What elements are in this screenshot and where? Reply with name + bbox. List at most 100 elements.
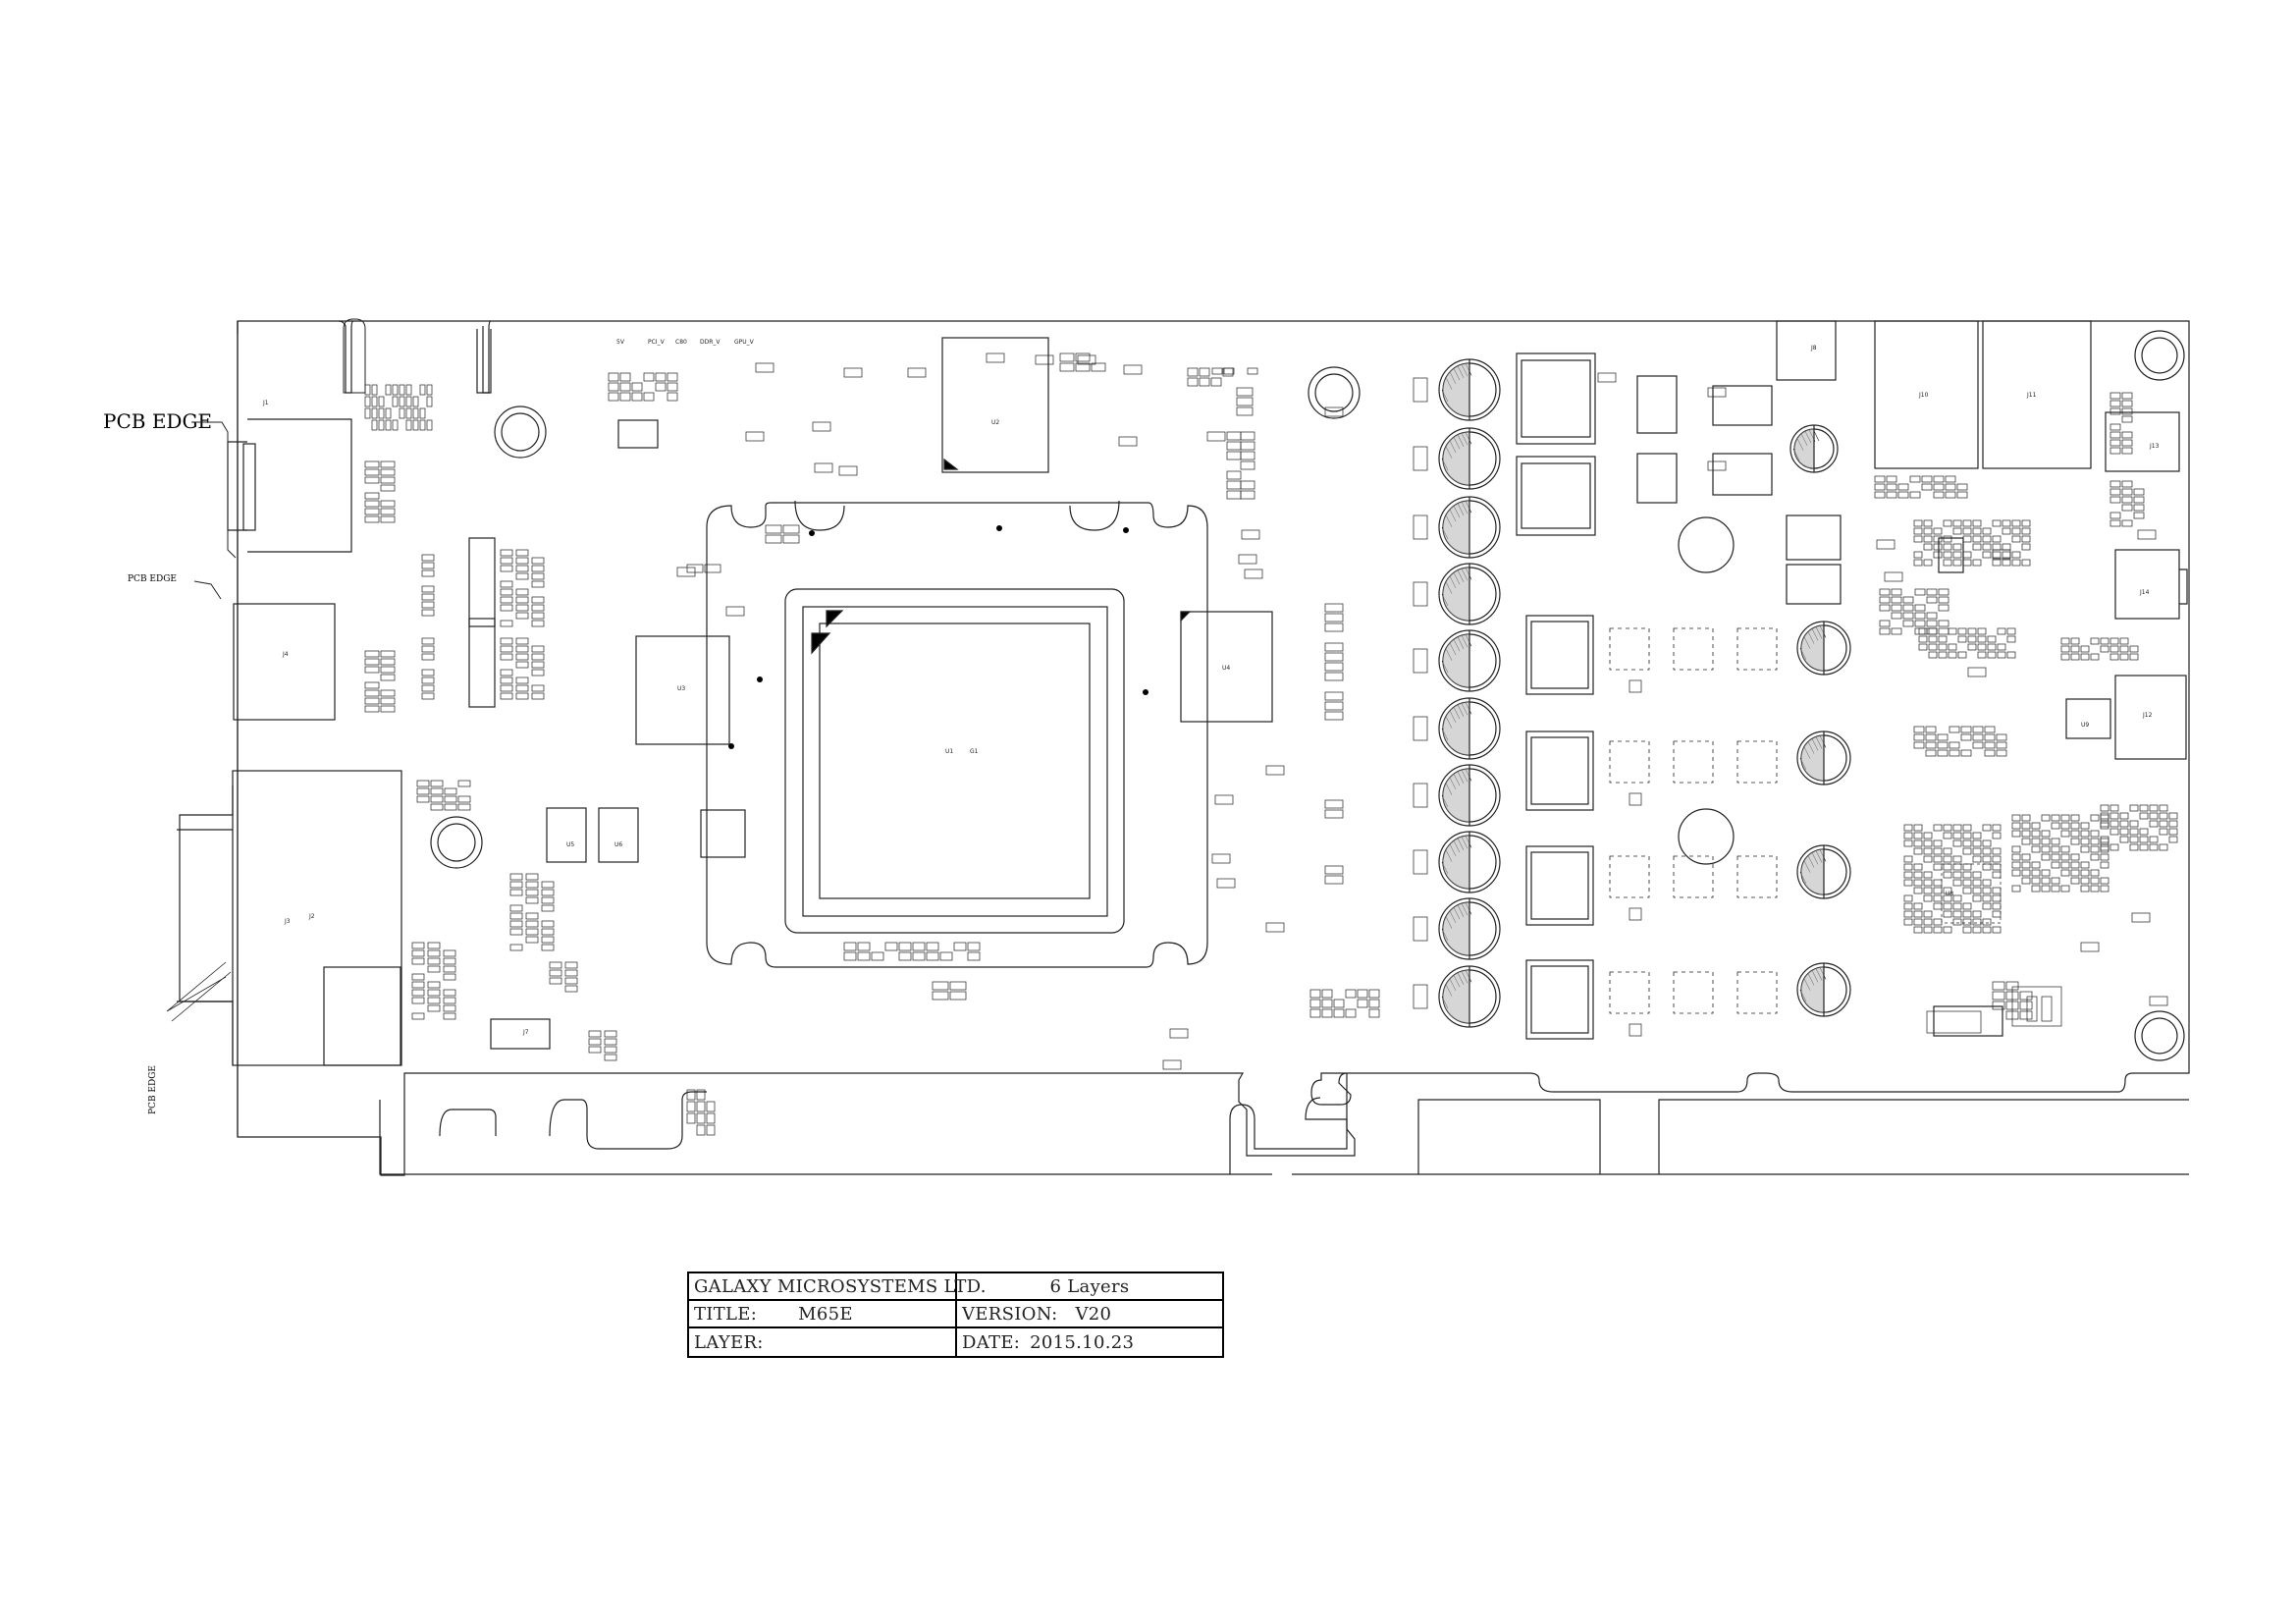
- smd-part: [531, 669, 545, 677]
- smd-part: [2149, 996, 2168, 1006]
- smd-part: [421, 669, 435, 677]
- smd-part: [1913, 733, 1925, 741]
- smd-part: [1913, 847, 1923, 855]
- electrolytic-capacitor: [1796, 962, 1851, 1017]
- smd-part: [2021, 830, 2031, 838]
- smd-part: [427, 997, 441, 1004]
- smd-part: [2011, 869, 2021, 877]
- smd-capacitor: [1413, 581, 1428, 607]
- smd-part: [2021, 559, 2031, 567]
- smd-part: [1265, 765, 1285, 776]
- smd-part: [457, 780, 471, 787]
- smd-part: [1629, 1023, 1642, 1037]
- smd-part: [2026, 996, 2038, 1022]
- smd-part: [1913, 863, 1923, 871]
- mosfets: [1609, 375, 1778, 1037]
- smd-part: [1982, 879, 1992, 887]
- smd-part: [2100, 836, 2109, 843]
- smd-part: [1913, 535, 1923, 543]
- smd-part: [2159, 820, 2168, 828]
- smd-part: [1236, 397, 1254, 406]
- smd-part: [1913, 918, 1923, 926]
- smd-part: [1982, 847, 1992, 855]
- smd-part: [1926, 612, 1938, 620]
- smd-capacitor: [1413, 984, 1428, 1009]
- smd-part: [782, 534, 800, 544]
- smd-part: [1949, 741, 1960, 749]
- gpu-backplate: [706, 500, 1208, 968]
- smd-part: [500, 557, 513, 565]
- smd-part: [2090, 830, 2100, 838]
- smd-part: [1992, 535, 2002, 543]
- smd-part: [2041, 845, 2051, 853]
- smd-part: [1948, 627, 1957, 635]
- designator-j14: J14: [2139, 589, 2150, 596]
- smd-part: [427, 949, 441, 957]
- smd-part: [932, 991, 949, 1001]
- smd-part: [704, 564, 721, 573]
- smd-part: [1960, 733, 1972, 741]
- smd-part: [1933, 543, 1943, 551]
- smd-part: [443, 1012, 456, 1020]
- smd-part: [1943, 863, 1952, 871]
- smd-part: [1333, 1008, 1345, 1018]
- smd-part: [1937, 749, 1949, 757]
- smd-part: [1707, 387, 1727, 398]
- smd-part: [1162, 1059, 1182, 1070]
- smd-part: [2100, 877, 2109, 885]
- smd-part: [500, 669, 513, 677]
- smd-part: [2031, 885, 2041, 893]
- smd-part: [443, 957, 456, 965]
- smd-part: [2021, 814, 2031, 822]
- smd-part: [2168, 836, 2178, 843]
- smd-part: [2006, 627, 2016, 635]
- smd-part: [2060, 853, 2070, 861]
- designator-u9: U9: [2081, 722, 2089, 729]
- smd-part: [1357, 999, 1368, 1008]
- smd-part: [2121, 415, 2133, 423]
- smd-part: [1886, 475, 1897, 483]
- smd-part: [380, 650, 396, 658]
- smd-part: [871, 951, 884, 961]
- smd-part: [1345, 989, 1357, 999]
- smd-part: [2051, 845, 2060, 853]
- smd-part: [1928, 651, 1938, 659]
- smd-part: [378, 407, 385, 419]
- smd-part: [1903, 832, 1913, 839]
- smd-part: [2002, 519, 2011, 527]
- smd-part: [857, 942, 871, 951]
- smd-part: [619, 372, 631, 382]
- smd-part: [1324, 701, 1344, 711]
- smd-part: [364, 681, 380, 689]
- smd-part: [1324, 799, 1344, 809]
- smd-part: [2129, 653, 2139, 661]
- smd-part: [2109, 843, 2119, 851]
- smd-part: [2031, 838, 2041, 845]
- company-name: GALAXY MICROSYSTEMS LTD.: [689, 1273, 986, 1301]
- smd-part: [2041, 996, 2053, 1022]
- smd-part: [1903, 839, 1913, 847]
- smd-part: [1952, 894, 1962, 902]
- smd-part: [531, 565, 545, 572]
- smd-part: [1913, 910, 1923, 918]
- smd-part: [2139, 812, 2149, 820]
- smd-part: [1879, 620, 1891, 627]
- smd-part: [1923, 894, 1933, 902]
- smd-part: [1240, 441, 1255, 451]
- designator-u6: U6: [614, 841, 622, 848]
- smd-part: [500, 637, 513, 645]
- j4-connector: [233, 603, 336, 721]
- smd-part: [380, 515, 396, 523]
- smd-part: [371, 419, 378, 431]
- smd-part: [419, 407, 426, 419]
- smd-part: [2070, 814, 2080, 822]
- smd-part: [364, 508, 380, 515]
- smd-part: [2109, 820, 2119, 828]
- smd-part: [912, 951, 926, 961]
- smd-part: [2159, 828, 2168, 836]
- smd-part: [1962, 902, 1972, 910]
- smd-part: [1874, 483, 1886, 491]
- pcb-edge-top-label: PCB EDGE: [103, 409, 212, 433]
- smd-part: [1952, 543, 1962, 551]
- smd-part: [380, 500, 396, 508]
